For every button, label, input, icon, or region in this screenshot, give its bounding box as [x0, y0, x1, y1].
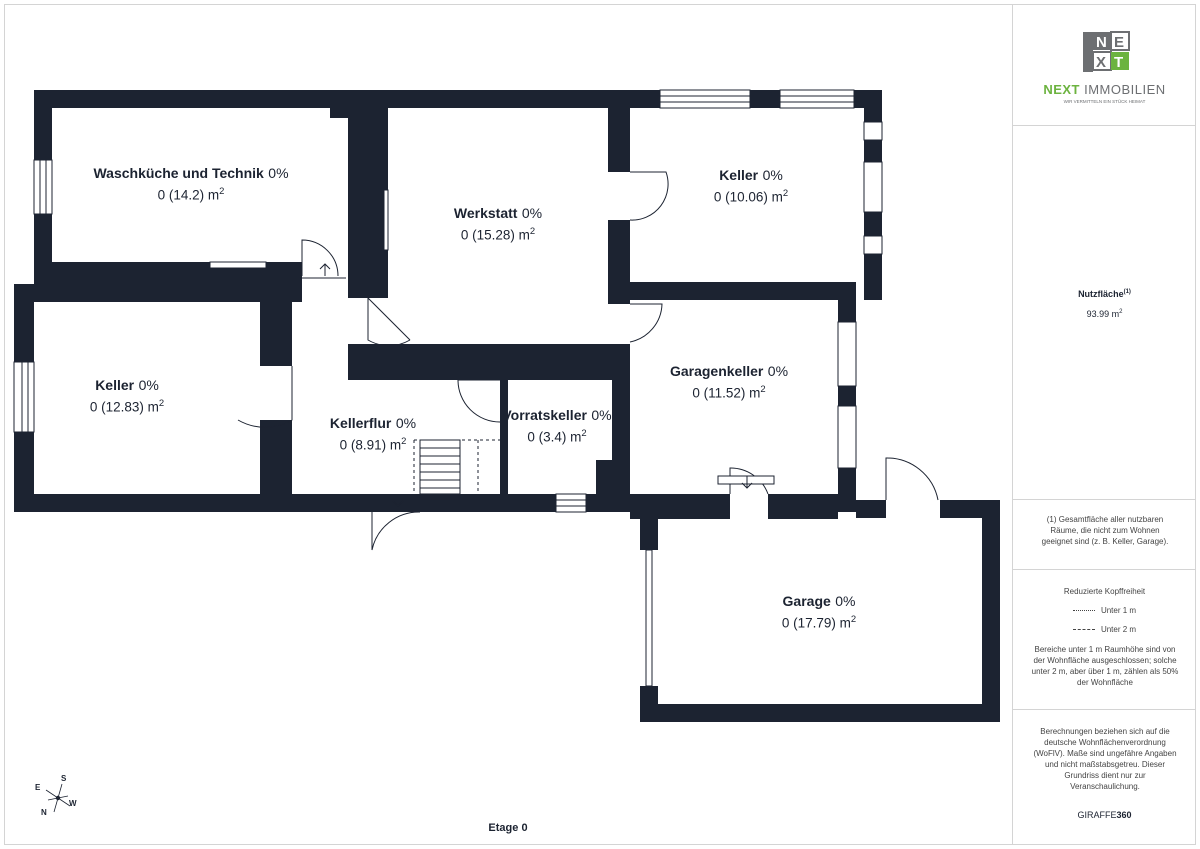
room-garagenkeller: Garagenkeller 0% 0 (11.52) m2: [669, 363, 789, 401]
next-logo-icon: N E X T: [1083, 31, 1130, 72]
logo-tagline: WIR VERMITTELN EIN STÜCK HEIMAT: [1063, 99, 1146, 104]
headroom-legend-under2: Unter 2 m: [1013, 624, 1196, 635]
door-frames: [717, 475, 775, 485]
floor-label: Etage 0: [488, 822, 528, 834]
disclaimer-text: Berechnungen beziehen sich auf die deuts…: [1033, 727, 1177, 791]
usable-area-value: 93.99 m: [1086, 309, 1120, 319]
compass-w: W: [69, 799, 77, 808]
compass-n: N: [41, 808, 47, 817]
stairs: [413, 439, 500, 495]
disclaimer-section: Berechnungen beziehen sich auf die deuts…: [1013, 710, 1196, 845]
headroom-title: Reduzierte Kopffreiheit: [1063, 587, 1146, 596]
direction-arrows: [319, 263, 753, 507]
room-keller-1: Keller 0% 0 (10.06) m2: [713, 167, 789, 205]
room-waschkueche: Waschküche und Technik 0% 0 (14.2) m2: [93, 165, 289, 203]
room-kellerflur: Kellerflur 0% 0 (8.91) m2: [329, 415, 417, 453]
svg-text:T: T: [1114, 54, 1123, 71]
room-keller-2: Keller 0% 0 (12.83) m2: [89, 377, 165, 415]
plan-frame: [4, 4, 1196, 845]
doors: [237, 171, 939, 551]
footnote-text: (1) Gesamtfläche aller nutzbaren Räume, …: [1041, 515, 1169, 546]
room-garage: Garage 0% 0 (17.79) m2: [781, 593, 857, 631]
walls: [14, 90, 1000, 722]
room-vorratskeller: Vorratskeller 0% 0 (3.4) m2: [502, 407, 612, 445]
floor-plan: S E W N: [13, 89, 1000, 817]
logo-wordmark: NEXT IMMOBILIEN: [1043, 82, 1166, 97]
svg-text:N: N: [1096, 34, 1107, 51]
svg-text:X: X: [1096, 54, 1106, 71]
headroom-legend-under1: Unter 1 m: [1013, 605, 1196, 616]
compass-s: S: [61, 774, 67, 783]
room-werkstatt: Werkstatt 0% 0 (15.28) m2: [453, 205, 543, 243]
logo-section: N E X T NEXT IMMOBILIEN WIR VERMITTELN E…: [1013, 4, 1196, 126]
usable-area-section: Nutzfläche(1) 93.99 m2: [1013, 126, 1196, 500]
footnote-section: (1) Gesamtfläche aller nutzbaren Räume, …: [1013, 500, 1196, 570]
giraffe360-credit: GIRAFFE360: [1077, 810, 1132, 820]
windows: [13, 89, 883, 687]
usable-area-label: Nutzfläche: [1078, 289, 1124, 299]
compass-e: E: [35, 783, 41, 792]
svg-text:E: E: [1114, 34, 1124, 51]
compass-icon: [45, 783, 71, 813]
headroom-note: Bereiche unter 1 m Raumhöhe sind von der…: [1031, 645, 1179, 687]
headroom-section: Reduzierte Kopffreiheit Unter 1 m Unter …: [1013, 570, 1196, 710]
info-sidebar: N E X T NEXT IMMOBILIEN WIR VERMITTELN E…: [1012, 4, 1196, 845]
